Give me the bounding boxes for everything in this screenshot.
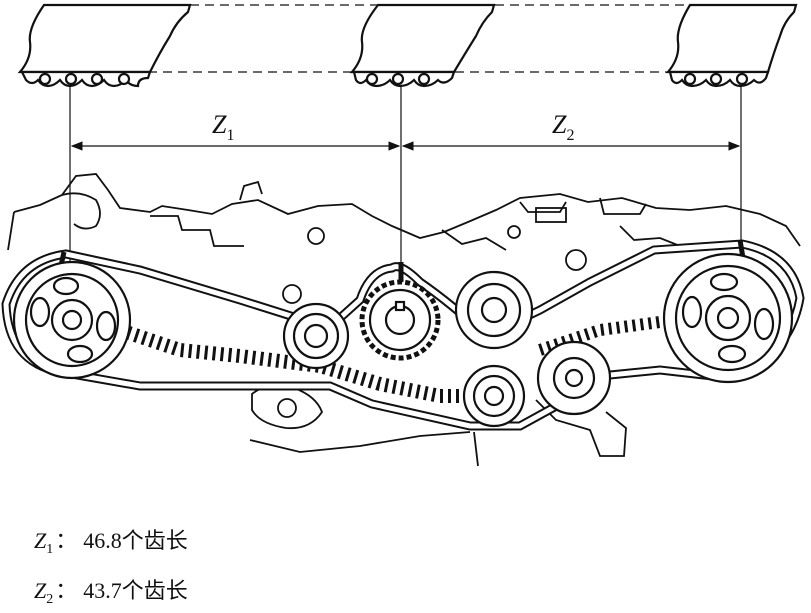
idler-pulleys	[282, 270, 612, 428]
reference-lines	[69, 86, 742, 270]
timing-belt	[1, 239, 805, 431]
legend-z1: Z1：46.8个齿长	[34, 528, 188, 563]
belt-section-middle	[349, 3, 496, 88]
belt-section-left	[17, 3, 192, 88]
idler-left	[282, 302, 350, 370]
z1-dimension-label: Z1	[212, 110, 234, 144]
crankshaft-sprocket	[359, 279, 441, 361]
right-camshaft-pulley	[662, 252, 794, 384]
left-camshaft-pulley	[12, 260, 132, 380]
legend-z2-text: 43.7个齿长	[83, 578, 188, 603]
belt-section-right	[665, 3, 798, 88]
legend-z1-symbol: Z	[34, 528, 47, 553]
legend-z2: Z2：43.7个齿长	[34, 578, 188, 613]
legend-z2-symbol: Z	[34, 578, 47, 603]
idler-lower	[462, 364, 526, 428]
z2-dimension-label: Z2	[552, 110, 574, 144]
tensioner	[536, 340, 612, 416]
belt-guide-lines	[148, 4, 688, 73]
idler-upper-right	[454, 270, 534, 350]
legend-z1-subscript: 1	[46, 542, 54, 557]
legend-z1-text: 46.8个齿长	[83, 528, 188, 553]
legend-z2-separator: ：	[55, 578, 78, 603]
legend-z1-separator: ：	[55, 528, 78, 553]
legend-z2-subscript: 2	[46, 592, 54, 607]
